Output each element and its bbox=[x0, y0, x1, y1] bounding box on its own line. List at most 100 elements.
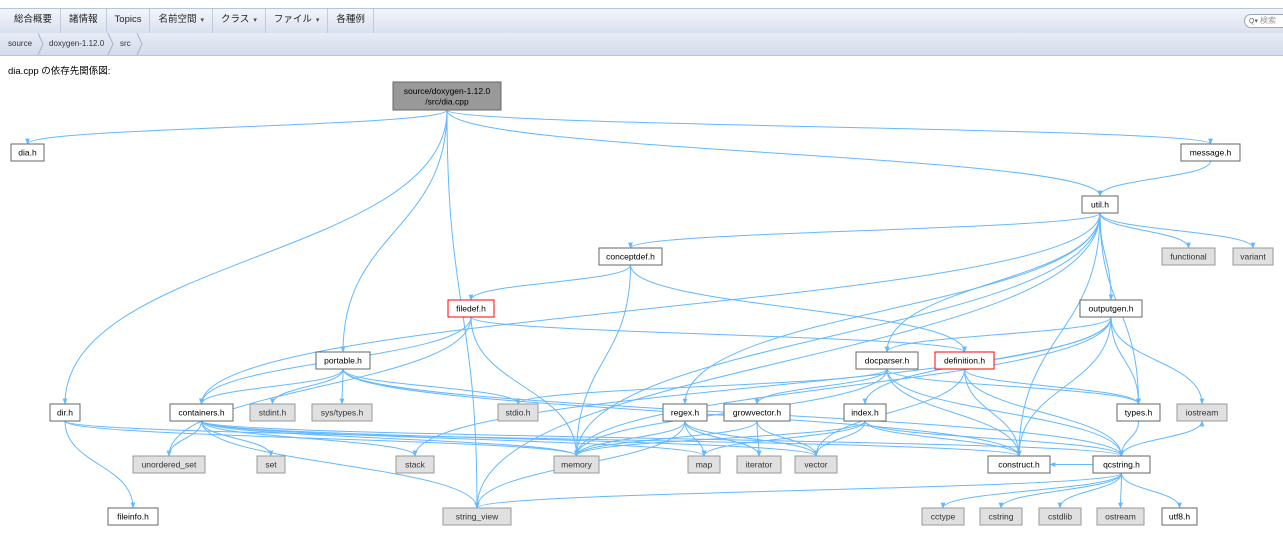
dependency-edge bbox=[964, 368, 1141, 405]
graph-node-label: conceptdef.h bbox=[606, 252, 655, 262]
dependency-edge bbox=[574, 420, 686, 457]
dependency-edge bbox=[199, 368, 344, 405]
graph-node-label: outputgen.h bbox=[1089, 304, 1134, 314]
graph-node-label: construct.h bbox=[998, 460, 1040, 470]
dependency-edge bbox=[270, 368, 344, 405]
graph-node-label: stdint.h bbox=[259, 408, 287, 418]
graph-node-util-h[interactable]: util.h bbox=[1081, 195, 1119, 214]
graph-node-label: utf8.h bbox=[1169, 512, 1191, 522]
graph-node-outputgen-h[interactable]: outputgen.h bbox=[1079, 299, 1143, 318]
graph-node-box bbox=[662, 403, 708, 422]
graph-node-label: sys/types.h bbox=[321, 408, 364, 418]
menu-item-namespaces[interactable]: 名前空間▾ bbox=[150, 9, 213, 33]
menu-item-label: 名前空間 bbox=[158, 14, 197, 25]
graph-node-utf8-h[interactable]: utf8.h bbox=[1161, 507, 1198, 526]
graph-node-ostream: ostream bbox=[1096, 507, 1145, 526]
graph-node-dir-h[interactable]: dir.h bbox=[49, 403, 81, 422]
breadcrumb-item-src[interactable]: src bbox=[120, 39, 131, 48]
menu-item-classes[interactable]: クラス▾ bbox=[213, 9, 266, 33]
dependency-edge bbox=[1016, 316, 1112, 457]
graph-node-qcstring-h[interactable]: qcstring.h bbox=[1092, 455, 1151, 474]
menu-item-files[interactable]: ファイル▾ bbox=[266, 9, 329, 33]
dependency-edge bbox=[684, 420, 819, 457]
graph-node-box bbox=[1232, 247, 1274, 266]
graph-node-stdio-h: stdio.h bbox=[497, 403, 539, 422]
dependency-edge bbox=[1099, 212, 1256, 249]
dependency-edge bbox=[886, 368, 1022, 457]
graph-node-box bbox=[736, 455, 782, 474]
graph-node-filedef-h[interactable]: filedef.h bbox=[447, 299, 495, 318]
graph-node-box bbox=[256, 455, 286, 474]
graph-node-docparser-h[interactable]: docparser.h bbox=[855, 351, 919, 370]
graph-node-box bbox=[598, 247, 663, 266]
graph-node-label: ostream bbox=[1105, 512, 1136, 522]
graph-node-regex-h[interactable]: regex.h bbox=[662, 403, 708, 422]
graph-node-stack: stack bbox=[395, 455, 435, 474]
dependency-edge bbox=[25, 109, 448, 145]
dependency-edge bbox=[1119, 420, 1139, 457]
dependency-edge bbox=[1016, 212, 1101, 457]
menu-item-overview[interactable]: 総合概要 bbox=[6, 9, 62, 33]
graph-node-label: unordered_set bbox=[142, 460, 197, 470]
graph-node-conceptdef-h[interactable]: conceptdef.h bbox=[598, 247, 663, 266]
dependency-edge bbox=[964, 368, 1022, 457]
dependency-edge bbox=[470, 316, 967, 353]
graph-node-iterator: iterator bbox=[736, 455, 782, 474]
dependency-edge bbox=[62, 109, 448, 405]
breadcrumb-item-source[interactable]: source bbox=[8, 39, 33, 48]
graph-node-dia-h[interactable]: dia.h bbox=[10, 143, 45, 162]
search-icon: Q▾ bbox=[1249, 18, 1258, 25]
graph-node-box bbox=[1161, 507, 1198, 526]
search-placeholder: 検索 bbox=[1259, 16, 1276, 25]
dependency-edge bbox=[446, 109, 1103, 197]
search-box[interactable]: Q▾検索 bbox=[1244, 14, 1283, 28]
graph-node-message-h[interactable]: message.h bbox=[1180, 143, 1241, 162]
graph-node-growvector-h[interactable]: growvector.h bbox=[723, 403, 791, 422]
graph-node-sys-types-h: sys/types.h bbox=[311, 403, 373, 422]
menu-item-related-pages[interactable]: 諸情報 bbox=[61, 9, 107, 33]
dependency-edge bbox=[964, 368, 1124, 457]
dependency-edge bbox=[64, 420, 1022, 457]
chevron-down-icon: ▾ bbox=[200, 17, 204, 24]
graph-node-fileinfo-h[interactable]: fileinfo.h bbox=[107, 507, 159, 526]
dependency-edge bbox=[998, 472, 1122, 509]
graph-node-portable-h[interactable]: portable.h bbox=[315, 351, 371, 370]
graph-node-containers-h[interactable]: containers.h bbox=[169, 403, 234, 422]
dependency-edge bbox=[339, 368, 345, 405]
chevron-down-icon: ▾ bbox=[253, 17, 257, 24]
graph-node-main[interactable]: source/doxygen-1.12.0/src/dia.cpp bbox=[392, 81, 502, 111]
graph-node-label: cctype bbox=[931, 512, 956, 522]
graph-node-label: fileinfo.h bbox=[117, 512, 149, 522]
graph-node-box bbox=[855, 351, 919, 370]
graph-node-box bbox=[843, 403, 887, 422]
graph-node-box bbox=[315, 351, 371, 370]
graph-node-cstdlib: cstdlib bbox=[1038, 507, 1082, 526]
dependency-edge bbox=[628, 212, 1101, 249]
breadcrumb-item-doxygen[interactable]: doxygen-1.12.0 bbox=[49, 39, 105, 48]
dependency-edge bbox=[515, 368, 888, 405]
dependency-edge bbox=[754, 368, 888, 405]
graph-node-label: dia.h bbox=[18, 148, 37, 158]
dependency-edge bbox=[199, 212, 1101, 405]
dependency-edge bbox=[201, 420, 819, 457]
dependency-edge bbox=[1099, 212, 1114, 301]
graph-node-label: iterator bbox=[746, 460, 773, 470]
breadcrumb-separator-icon bbox=[107, 33, 114, 55]
dependency-edge bbox=[756, 420, 762, 457]
graph-node-types-h[interactable]: types.h bbox=[1116, 403, 1161, 422]
graph-node-label: qcstring.h bbox=[1103, 460, 1140, 470]
dependency-edge bbox=[64, 420, 136, 509]
menu-item-topics[interactable]: Topics bbox=[107, 9, 151, 33]
graph-node-set: set bbox=[256, 455, 286, 474]
graph-node-label: filedef.h bbox=[456, 304, 486, 314]
dependency-edge bbox=[630, 264, 967, 353]
menu-item-label: 諸情報 bbox=[69, 14, 98, 25]
menu-item-label: 各種例 bbox=[336, 14, 365, 25]
graph-node-definition-h[interactable]: definition.h bbox=[934, 351, 995, 370]
menu-item-examples[interactable]: 各種例 bbox=[328, 9, 374, 33]
graph-node-index-h[interactable]: index.h bbox=[843, 403, 887, 422]
graph-node-construct-h[interactable]: construct.h bbox=[987, 455, 1051, 474]
graph-node-box bbox=[49, 403, 81, 422]
